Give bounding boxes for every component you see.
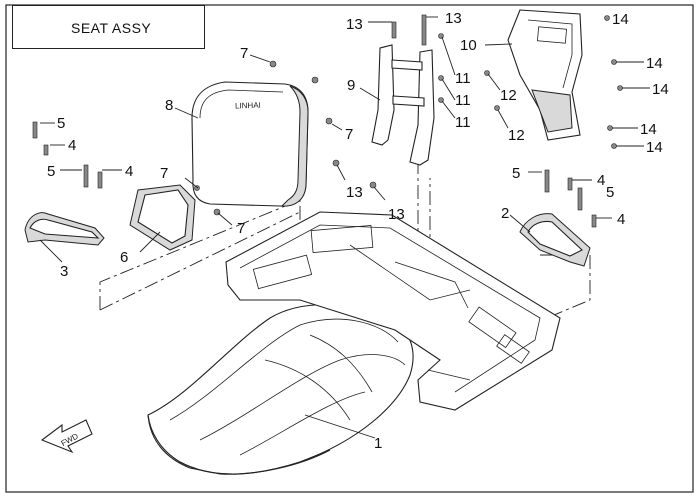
callout-5c: 5 bbox=[512, 165, 520, 182]
callout-9: 9 bbox=[347, 77, 355, 94]
callout-2: 2 bbox=[501, 205, 509, 222]
page-title: SEAT ASSY bbox=[71, 20, 152, 36]
callout-5b: 5 bbox=[47, 163, 55, 180]
left-grab-handle bbox=[24, 212, 105, 246]
callout-4b: 4 bbox=[125, 163, 133, 180]
seat-cushion bbox=[147, 303, 414, 475]
backrest-logo: LINHAI bbox=[235, 101, 261, 111]
callout-13b: 13 bbox=[445, 10, 462, 27]
callout-11b: 11 bbox=[455, 92, 471, 109]
callout-6: 6 bbox=[120, 249, 128, 266]
callout-13a: 13 bbox=[346, 16, 363, 33]
fwd-arrow-icon: FWD bbox=[40, 419, 93, 454]
rear-backplate bbox=[507, 9, 583, 141]
backrest-bracket bbox=[371, 44, 435, 166]
callout-13d: 13 bbox=[388, 206, 405, 223]
drawing-frame bbox=[5, 4, 694, 493]
callout-10: 10 bbox=[460, 37, 477, 54]
callout-3: 3 bbox=[60, 263, 68, 280]
callout-1: 1 bbox=[374, 435, 382, 452]
leader-lines bbox=[39, 16, 650, 439]
seat-base-frame bbox=[225, 211, 561, 411]
callout-14d: 14 bbox=[640, 121, 657, 138]
callout-4c: 4 bbox=[597, 172, 605, 189]
callout-7b: 7 bbox=[345, 126, 353, 143]
callout-7a: 7 bbox=[240, 45, 248, 62]
callout-14e: 14 bbox=[646, 139, 663, 156]
callout-8: 8 bbox=[165, 97, 173, 114]
callout-5d: 5 bbox=[606, 184, 614, 201]
callout-12a: 12 bbox=[500, 87, 517, 104]
callout-5a: 5 bbox=[57, 115, 65, 132]
mounting-bracket bbox=[129, 184, 196, 251]
callout-7d: 7 bbox=[237, 220, 245, 237]
callout-4d: 4 bbox=[617, 211, 625, 228]
right-grab-handle bbox=[519, 213, 591, 267]
callout-7c: 7 bbox=[160, 165, 168, 182]
callout-12b: 12 bbox=[508, 127, 525, 144]
callout-labels: 1 2 3 4 4 4 4 5 5 5 5 6 7 7 7 7 8 9 10 1… bbox=[47, 10, 669, 452]
callout-11a: 11 bbox=[455, 70, 471, 87]
backrest: LINHAI bbox=[191, 81, 309, 207]
callout-14c: 14 bbox=[652, 81, 669, 98]
callout-11c: 11 bbox=[455, 114, 471, 131]
callout-13c: 13 bbox=[346, 184, 363, 201]
title-block: SEAT ASSY bbox=[12, 5, 205, 49]
callout-4a: 4 bbox=[68, 137, 76, 154]
callout-14a: 14 bbox=[612, 11, 629, 28]
callout-14b: 14 bbox=[646, 55, 663, 72]
